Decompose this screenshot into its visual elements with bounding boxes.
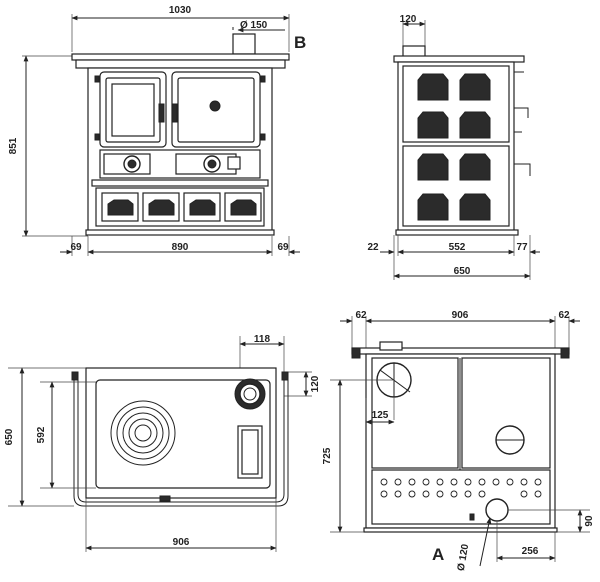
rear-view: 62 906 62	[322, 310, 595, 572]
rear-air-inlet-diameter-dim: Ø 120	[456, 543, 472, 572]
side-body-depth-dim: 552	[449, 242, 466, 253]
rear-left-margin-dim: 62	[355, 310, 367, 321]
rear-width-dim: 906	[452, 310, 469, 321]
top-width-dim: 906	[173, 537, 190, 548]
rear-right-margin-dim: 62	[558, 310, 570, 321]
rear-air-inlet-offset-dim: 256	[522, 546, 539, 557]
side-flue-offset-dim: 120	[400, 14, 417, 25]
rear-height-dim: 725	[322, 447, 333, 464]
front-left-margin-dim: 69	[70, 242, 82, 253]
side-total-depth-dim: 650	[454, 266, 471, 277]
top-flue-y-dim: 120	[310, 375, 321, 392]
side-view: 120 22 552 77 650	[367, 14, 540, 280]
rear-flue-offset-dim: 125	[372, 410, 389, 421]
hob-rings	[110, 400, 176, 466]
side-right-offset-dim: 77	[516, 242, 528, 253]
front-right-margin-dim: 69	[277, 242, 289, 253]
front-width-dim: 1030	[169, 5, 192, 16]
front-flue-dim: Ø 150	[240, 20, 268, 31]
top-view: 118 120 650	[4, 334, 321, 552]
side-left-offset-dim: 22	[367, 242, 379, 253]
view-label-a: A	[432, 545, 444, 564]
front-height-dim: 851	[8, 137, 19, 154]
rear-air-inlet-height-dim: 90	[584, 515, 595, 527]
top-total-depth-dim: 650	[4, 428, 15, 445]
view-label-b: B	[294, 33, 306, 52]
front-inner-width-dim: 890	[172, 242, 189, 253]
top-inner-depth-dim: 592	[36, 426, 47, 443]
front-view: 1030 Ø 150 B 851	[8, 5, 306, 256]
top-flue-x-dim: 118	[254, 334, 271, 345]
